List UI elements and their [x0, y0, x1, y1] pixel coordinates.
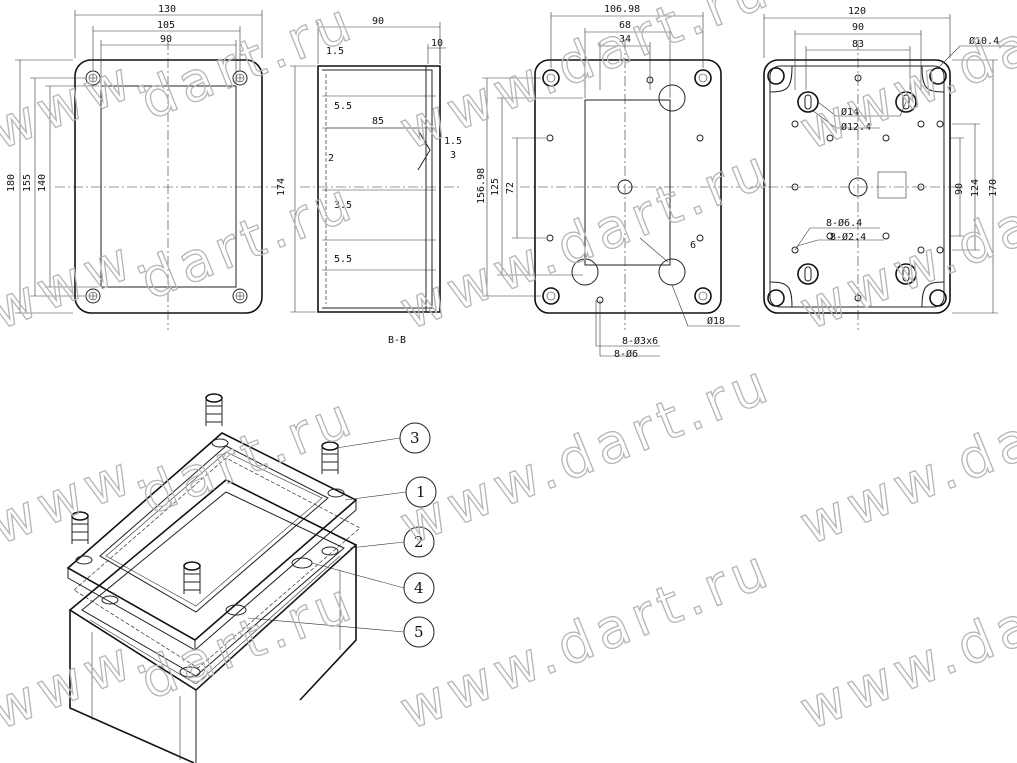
- dim-wall-2: 2: [328, 153, 334, 164]
- screw-icon: [85, 70, 101, 86]
- dim-slot-5-5: 5.5: [334, 101, 352, 112]
- dim-height-125: 125: [490, 178, 501, 196]
- svg-text:www.da: www.da: [791, 406, 1017, 557]
- section-label: B-B: [388, 335, 406, 346]
- section-view-b-b: 90 10 1.5 5.5 85 1.5 3 2 174 3.5 5.5 B-B: [276, 16, 462, 346]
- svg-text:5: 5: [414, 623, 424, 641]
- screw-icon: [321, 441, 339, 474]
- screw-icon: [71, 511, 89, 544]
- screw-icon: [85, 288, 101, 304]
- screw-icon: [542, 69, 560, 87]
- svg-text:2: 2: [414, 533, 424, 551]
- dim-width-105: 105: [157, 20, 175, 31]
- dim-depth-85: 85: [372, 116, 384, 127]
- dim-height-90: 90: [954, 183, 965, 195]
- dim-slot-6: 6: [690, 240, 696, 251]
- svg-text:www.dart.ru: www.dart.ru: [391, 0, 781, 162]
- dim-width-130: 130: [158, 4, 176, 15]
- dim-hole-d12-4: Ø12.4: [841, 121, 871, 133]
- dim-width-34: 34: [619, 34, 631, 45]
- dim-seal-3: 3: [450, 150, 456, 161]
- dim-seal-1-5: 1.5: [444, 136, 462, 147]
- exploded-assembly-view: 3 1 2 4 5: [66, 393, 437, 763]
- callout-2: 2: [403, 526, 435, 558]
- dim-holes-8-d2-4: 8-Ø2.4: [830, 231, 866, 243]
- dim-holes-8-d3x6: 8-Ø3x6: [622, 335, 658, 347]
- svg-text:www.dart.ru: www.dart.ru: [391, 136, 781, 342]
- dim-hole-d10-4: Ø10.4: [969, 35, 999, 47]
- box-inside-view: 106.98 68 34 156.98 125 72 6 8-Ø3x6 8-Ø6…: [476, 4, 740, 360]
- dim-rim-10: 10: [431, 38, 443, 49]
- dim-slot-5-5-lower: 5.5: [334, 254, 352, 265]
- dim-width-120: 120: [848, 6, 866, 17]
- svg-text:3: 3: [410, 429, 420, 447]
- screw-icon: [232, 288, 248, 304]
- svg-text:www.: www.: [0, 220, 161, 342]
- svg-text:dart.ru: dart.ru: [131, 384, 364, 527]
- svg-text:www.: www.: [0, 620, 161, 742]
- screw-icon: [694, 69, 712, 87]
- svg-text:dart.ru: dart.ru: [131, 569, 364, 712]
- dim-wall-1-5: 1.5: [326, 46, 344, 57]
- screw-icon: [542, 287, 560, 305]
- dim-height-156-98: 156.98: [476, 168, 487, 204]
- callout-4: 4: [403, 572, 435, 604]
- dim-holes-8-d6: 8-Ø6: [614, 348, 638, 360]
- dim-height-140: 140: [37, 174, 48, 192]
- dim-width-106-98: 106.98: [604, 4, 640, 15]
- dim-width-90: 90: [852, 22, 864, 33]
- svg-text:www.dart.ru: www.dart.ru: [391, 351, 781, 557]
- screw-icon: [694, 287, 712, 305]
- dim-height-180: 180: [6, 174, 17, 192]
- screw-icon: [205, 393, 223, 426]
- svg-text:dart.ru: dart.ru: [131, 169, 364, 312]
- svg-text:4: 4: [414, 579, 424, 597]
- dim-holes-8-d6-4: 8-Ø6.4: [826, 217, 862, 229]
- dim-depth-90: 90: [372, 16, 384, 27]
- watermark: www. dart.ru www.dart.ru www.da www. dar…: [0, 0, 1017, 743]
- svg-text:www.dart.ru: www.dart.ru: [391, 536, 781, 742]
- callout-5: 5: [403, 616, 435, 648]
- dim-height-72: 72: [505, 182, 516, 194]
- mounting-boss-icon: [895, 91, 917, 113]
- mounting-boss-icon: [895, 263, 917, 285]
- svg-text:www.da: www.da: [791, 11, 1017, 162]
- callout-3: 3: [399, 422, 431, 454]
- dim-height-155: 155: [22, 174, 33, 192]
- svg-text:www.: www.: [0, 435, 161, 557]
- dim-height-174: 174: [276, 178, 287, 196]
- dim-width-68: 68: [619, 20, 631, 31]
- svg-text:www.: www.: [0, 40, 161, 162]
- dim-width-83: 83: [852, 39, 864, 50]
- lid-top-view: 130 105 90 180 155 140: [6, 4, 285, 330]
- callout-1: 1: [405, 476, 437, 508]
- svg-text:1: 1: [416, 483, 426, 501]
- dim-height-170: 170: [988, 179, 999, 197]
- mounting-boss-icon: [797, 263, 819, 285]
- dim-width-90: 90: [160, 34, 172, 45]
- dim-slot-3-5: 3.5: [334, 200, 352, 211]
- dim-height-124: 124: [970, 179, 981, 197]
- dim-hole-d14: Ø14: [841, 106, 859, 118]
- box-bottom-view: 120 90 83 Ø10.4 Ø14 Ø12.4 90 124 170 8-Ø…: [750, 6, 1015, 330]
- dim-hole-d18: Ø18: [707, 315, 725, 327]
- svg-text:www.da: www.da: [791, 191, 1017, 342]
- screw-icon: [183, 561, 201, 594]
- svg-text:www.da: www.da: [791, 591, 1017, 742]
